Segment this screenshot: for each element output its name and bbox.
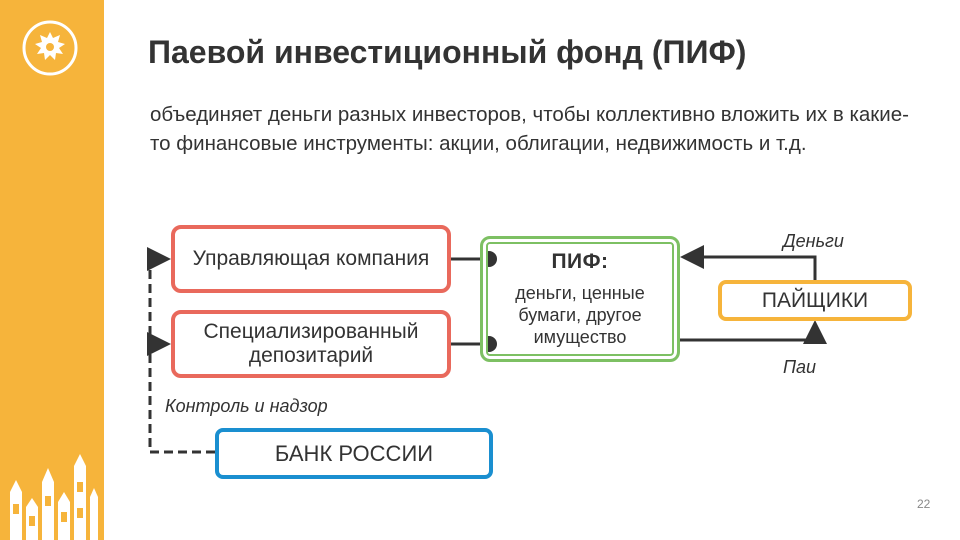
depository-box: Специализированный депозитарий	[171, 310, 451, 378]
fund-title: ПИФ:	[551, 250, 609, 273]
control-label: Контроль и надзор	[165, 396, 328, 416]
money-label: Деньги	[783, 231, 844, 251]
city-skyline-icon	[10, 454, 98, 540]
shareholders-box: ПАЙЩИКИ	[718, 280, 912, 321]
money-arrow	[680, 245, 817, 280]
fund-contents: деньги, ценные бумаги, другое имущество	[515, 283, 645, 347]
description-text: объединяет деньги разных инвесторов, что…	[150, 103, 909, 155]
bank-of-russia-box: БАНК РОССИИ	[215, 428, 493, 479]
shares-arrow	[680, 320, 827, 344]
shares-label: Паи	[783, 357, 817, 377]
page-title: Паевой инвестиционный фонд (ПИФ)	[148, 34, 747, 70]
management-company-box: Управляющая компания	[171, 225, 451, 293]
company-fund-dot	[481, 251, 497, 267]
page-number: 22	[917, 497, 931, 511]
sidebar	[0, 0, 104, 540]
depository-fund-dot	[481, 336, 497, 352]
bank-emblem-icon	[22, 20, 78, 76]
fund-box: ПИФ: деньги, ценные бумаги, другое имуще…	[480, 236, 680, 362]
